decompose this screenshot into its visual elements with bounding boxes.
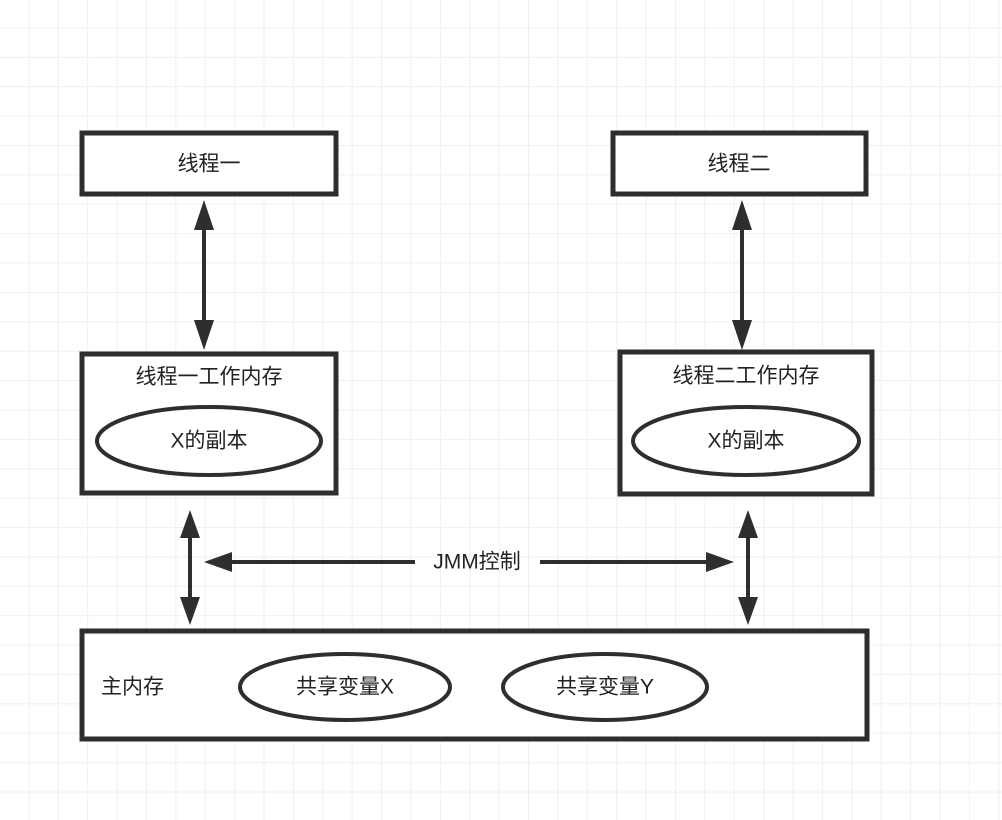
thread-one-box[interactable] (79, 130, 339, 197)
shared-variable-x-label: 共享变量X (296, 676, 394, 699)
arrowhead-right-jmm (706, 552, 734, 572)
shared-variable-y-label: 共享变量Y (556, 676, 654, 699)
arrowhead-down-left-bottom (180, 597, 200, 625)
arrow-working-memory-two-to-main-memory (738, 510, 758, 625)
copy-of-x-left-label: X的副本 (170, 430, 247, 453)
arrowhead-up-left-bottom (180, 510, 200, 538)
arrowhead-down-left-top (194, 320, 214, 350)
copy-of-x-right-label: X的副本 (707, 430, 784, 453)
arrowhead-up-right-bottom (738, 510, 758, 538)
jmm-control-label: JMM控制 (433, 551, 521, 574)
thread-two-label: 线程二 (708, 153, 771, 176)
copy-of-x-left-ellipse[interactable] (95, 405, 323, 477)
main-memory-label: 主内存 (101, 676, 164, 699)
thread-one-working-memory-box[interactable] (79, 351, 339, 496)
node-thread-two-working-memory[interactable]: 线程二工作内存 X的副本 (617, 349, 875, 497)
node-thread-one[interactable]: 线程一 (79, 130, 339, 197)
arrow-thread-two-to-working-memory (732, 200, 752, 350)
thread-two-box[interactable] (610, 130, 869, 197)
arrow-working-memory-one-to-main-memory (180, 510, 200, 625)
shared-variable-y-ellipse[interactable] (501, 652, 709, 722)
main-memory-box[interactable] (79, 628, 870, 742)
shared-variable-x-ellipse[interactable] (238, 652, 452, 722)
arrowhead-left-jmm (204, 552, 232, 572)
arrowhead-down-right-top (732, 320, 752, 350)
arrowhead-down-right-bottom (738, 597, 758, 625)
thread-two-working-memory-box[interactable] (617, 349, 875, 497)
arrow-thread-one-to-working-memory (194, 200, 214, 350)
arrowhead-up-left-top (194, 200, 214, 230)
thread-two-working-memory-label: 线程二工作内存 (673, 365, 820, 388)
node-main-memory[interactable]: 主内存 共享变量X 共享变量Y (79, 628, 870, 742)
arrowhead-up-right-top (732, 200, 752, 230)
edge-jmm-control: JMM控制 (204, 551, 734, 574)
node-thread-one-working-memory[interactable]: 线程一工作内存 X的副本 (79, 351, 339, 496)
node-thread-two[interactable]: 线程二 (610, 130, 869, 197)
thread-one-working-memory-label: 线程一工作内存 (136, 366, 283, 389)
thread-one-label: 线程一 (178, 153, 241, 176)
copy-of-x-right-ellipse[interactable] (631, 405, 861, 477)
